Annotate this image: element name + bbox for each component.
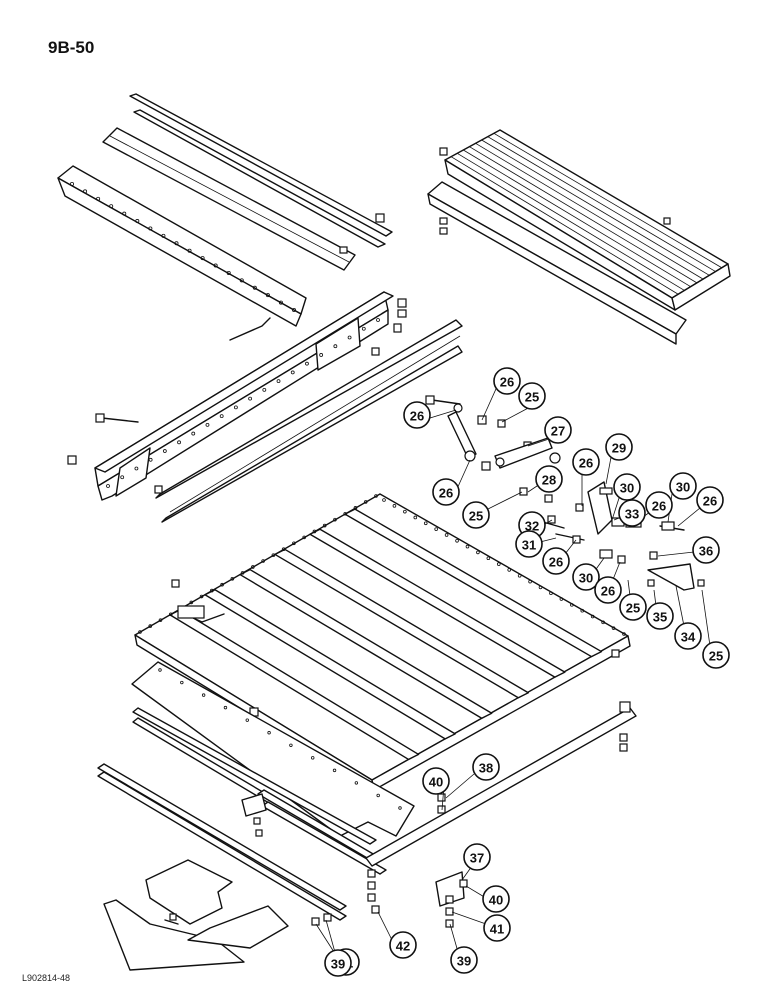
svg-text:39: 39 [457,954,471,969]
callout-clip-bracket: 37 [463,843,491,871]
svg-text:40: 40 [489,893,503,908]
callout-spacer: 26 [493,367,521,395]
svg-text:41: 41 [490,922,504,937]
callout-spacer: 26 [696,486,724,514]
slatted-tray [444,129,731,311]
callout-nut: 35 [646,602,674,630]
page-number: 9B-50 [48,38,95,57]
side-bolts [67,413,163,494]
svg-text:37: 37 [470,851,484,866]
callout-nut: 25 [619,593,647,621]
upper-strip-thin [129,93,393,248]
svg-text:38: 38 [479,761,493,776]
callout-bolt: 31 [515,530,543,558]
svg-text:40: 40 [429,775,443,790]
callout-nut: 39 [450,946,478,974]
svg-text:32: 32 [525,519,539,534]
callout-bushing: 30 [572,563,600,591]
upper-angle-plate [102,127,356,271]
svg-text:42: 42 [396,939,410,954]
svg-text:29: 29 [612,441,626,456]
upper-perforated-channel [57,165,307,327]
figure-code: L902814-48 [22,973,71,983]
callout-bubbles: 26 25 26 27 29 26 28 26 25 30 26 30 26 32 33 31 26 36 30 26… [324,367,730,977]
lower-strips [97,707,387,921]
tray-under-plate [427,181,687,345]
callout-spacer: 26 [645,491,673,519]
callout-nut: 25 [462,501,490,529]
lower-plates [103,859,289,971]
svg-text:30: 30 [676,480,690,495]
callout-lock-washer: 41 [483,914,511,942]
svg-text:31: 31 [522,538,536,553]
side-rails [155,319,463,523]
svg-text:25: 25 [709,649,723,664]
callout-washer: 33 [618,499,646,527]
svg-text:35: 35 [653,610,667,625]
callout-nut: 25 [518,382,546,410]
svg-text:30: 30 [579,571,593,586]
svg-text:26: 26 [500,375,514,390]
svg-text:25: 25 [626,601,640,616]
callout-spacer: 26 [403,401,431,429]
callout-washer: 28 [535,465,563,493]
callout-strip: 42 [389,931,417,959]
svg-text:27: 27 [551,424,565,439]
main-frame [134,493,631,791]
linkage-hardware [425,395,705,591]
svg-text:39: 39 [331,957,345,972]
svg-text:26: 26 [703,494,717,509]
svg-text:26: 26 [652,499,666,514]
callout-pivot-arm: 29 [605,433,633,461]
small-hardware [253,817,468,928]
callout-bolt: 36 [692,536,720,564]
upper-hardware [339,213,407,356]
small-rod [229,317,271,341]
svg-text:33: 33 [625,507,639,522]
svg-text:26: 26 [410,409,424,424]
right-rail [365,701,637,867]
tray-hardware [439,147,671,235]
svg-text:36: 36 [699,544,713,559]
callout-spacer: 26 [542,547,570,575]
callout-link-bracket: 27 [544,416,572,444]
callout-bolt: 38 [472,753,500,781]
svg-text:34: 34 [681,630,696,645]
svg-text:26: 26 [601,584,615,599]
callout-washer: 40 [482,885,510,913]
side-channel-beam [94,291,394,501]
svg-text:26: 26 [439,486,453,501]
svg-text:28: 28 [542,473,556,488]
callout-bushing: 30 [669,472,697,500]
svg-text:25: 25 [469,509,483,524]
callout-nut: 39 [324,949,352,977]
svg-text:26: 26 [549,555,563,570]
callout-spacer: 26 [594,576,622,604]
callout-spacer: 26 [432,478,460,506]
svg-text:25: 25 [525,390,539,405]
callout-spacer: 26 [572,448,600,476]
svg-text:26: 26 [579,456,593,471]
callout-washer: 40 [422,767,450,795]
callout-bushing: 30 [613,473,641,501]
callout-nut: 25 [702,641,730,669]
callout-bracket: 34 [674,622,702,650]
svg-text:30: 30 [620,481,634,496]
